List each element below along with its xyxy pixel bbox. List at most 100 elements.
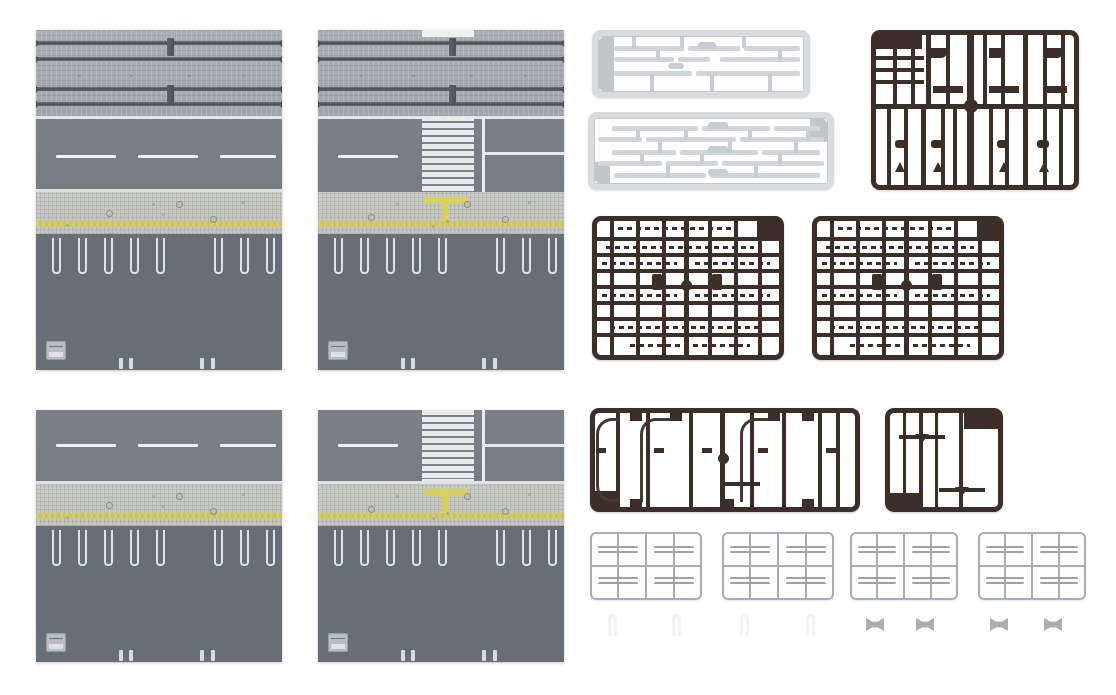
sprue-part-node: [802, 413, 814, 421]
crosswalk-stripe: [422, 123, 474, 128]
sprue-part-block: [712, 274, 722, 290]
track-bed-b: [318, 30, 564, 116]
parking-stall-b-5: [438, 238, 447, 274]
seat-lattice-row: [915, 262, 990, 265]
sprue-runner-vertical: [903, 413, 906, 507]
sprue-gate-block: [876, 35, 922, 49]
sprue-gate-block: [977, 221, 999, 239]
sprue-part-node: [802, 499, 814, 507]
sprue-dark-topright[interactable]: [871, 30, 1079, 190]
road-base-plate-b[interactable]: [318, 30, 564, 370]
bolt-b-2: [432, 225, 435, 228]
sprue-divider-vertical: [805, 534, 807, 598]
sprue-divider-vertical: [777, 534, 779, 598]
manhole-a-3: [210, 216, 217, 223]
sprue-runner-vertical: [754, 165, 758, 177]
crosswalk-stripe: [422, 445, 474, 450]
sprue-part-rail: [614, 173, 706, 178]
gray-bowtie-part-2[interactable]: [916, 618, 934, 631]
sprue-part-rail: [696, 71, 800, 76]
sprue-runner-vertical: [926, 35, 931, 104]
sprue-runner-vertical: [616, 413, 620, 507]
bolt-c-2: [152, 495, 155, 498]
sprue-runner-vertical: [680, 36, 684, 48]
gray-bowtie-part-1[interactable]: [866, 618, 884, 631]
sprue-runner-vertical: [983, 35, 987, 104]
alignment-peg-d-3: [482, 650, 486, 661]
sprue-runner-vertical: [640, 154, 644, 164]
sprue-white-large[interactable]: [588, 112, 834, 190]
wiper-part: [654, 551, 694, 553]
sprue-clear-3[interactable]: [850, 532, 958, 600]
clear-bracket-part-3[interactable]: [740, 614, 749, 636]
wiper-part: [858, 577, 896, 579]
sprue-runner-vertical: [658, 141, 662, 153]
sprue-gate-block: [964, 413, 998, 429]
road-base-plate-c[interactable]: [36, 410, 282, 662]
seat-lattice-row: [695, 262, 770, 265]
sprue-dark-lower-small[interactable]: [885, 408, 1003, 512]
clear-bracket-part-2[interactable]: [672, 614, 681, 636]
sprue-runner-vertical: [650, 74, 654, 92]
sprue-center-gate-dot: [964, 99, 978, 113]
alignment-peg-c-2: [129, 650, 133, 661]
wiper-part: [730, 551, 770, 553]
wiper-part: [654, 582, 694, 584]
crosswalk-stripe: [422, 186, 474, 191]
parking-stall-b-8: [548, 238, 557, 274]
parking-stall-b-3: [386, 238, 395, 274]
sprue-tab: [596, 448, 606, 453]
crosswalk-stripe: [422, 165, 474, 170]
crosswalk-stripe: [422, 417, 474, 422]
road-base-plate-d[interactable]: [318, 410, 564, 662]
sprue-part-node: [670, 413, 682, 421]
sprue-divider-vertical: [1058, 534, 1060, 598]
sprue-dark-mid-right[interactable]: [812, 216, 1004, 360]
sprue-part-rail: [614, 71, 692, 76]
curved-door-part: [640, 418, 678, 502]
road-base-plate-a[interactable]: [36, 30, 282, 370]
wiper-part: [1040, 551, 1078, 553]
tactile-paving-strip-b: [318, 221, 564, 226]
sprue-clear-1[interactable]: [590, 532, 702, 600]
crosswalk-stripe: [422, 424, 474, 429]
sprue-part-node: [1039, 162, 1049, 172]
sprue-detail-cluster: [668, 63, 684, 69]
sprue-part-node: [931, 48, 947, 58]
seat-lattice-row: [695, 294, 770, 297]
manhole-c-2: [176, 493, 183, 500]
crosswalk-stop-line-d: [482, 410, 485, 484]
wiper-part: [858, 551, 896, 553]
sprue-runner-vertical: [830, 221, 834, 355]
spike-b-2: [412, 75, 415, 77]
sprue-dark-mid-left[interactable]: [592, 216, 784, 360]
sprue-part-rail: [666, 161, 718, 166]
alignment-peg-a-2: [129, 358, 133, 369]
sprue-part-node: [999, 162, 1009, 172]
wiper-part: [730, 582, 770, 584]
crosswalk-stripe: [422, 410, 474, 415]
sprue-runner-vertical: [1001, 35, 1005, 104]
gray-bowtie-part-3[interactable]: [990, 618, 1008, 631]
sprue-clear-4[interactable]: [978, 532, 1086, 600]
sprue-runner-vertical: [919, 413, 923, 507]
sprue-clear-2[interactable]: [722, 532, 834, 600]
sprue-part-node: [989, 48, 1005, 58]
seat-lattice-row: [630, 344, 750, 347]
clear-bracket-part-4[interactable]: [806, 614, 815, 636]
gray-bowtie-part-4[interactable]: [1044, 618, 1062, 631]
crosswalk-stripe: [422, 137, 474, 142]
sprue-dark-lower-wide[interactable]: [590, 408, 860, 512]
lane-dash-d-1: [338, 444, 398, 447]
sprue-runner-vertical: [978, 221, 982, 355]
crosswalk-stripe: [422, 459, 474, 464]
sprue-runner-vertical: [636, 130, 640, 140]
crosswalk-stripe: [422, 179, 474, 184]
sprue-runner-vertical: [953, 109, 957, 185]
sprue-white-small[interactable]: [592, 30, 810, 98]
wiper-part: [986, 577, 1024, 579]
wiper-part: [654, 546, 694, 548]
clear-bracket-part-1[interactable]: [608, 614, 617, 636]
wiper-part: [986, 582, 1024, 584]
bolt-a-4: [242, 201, 245, 204]
